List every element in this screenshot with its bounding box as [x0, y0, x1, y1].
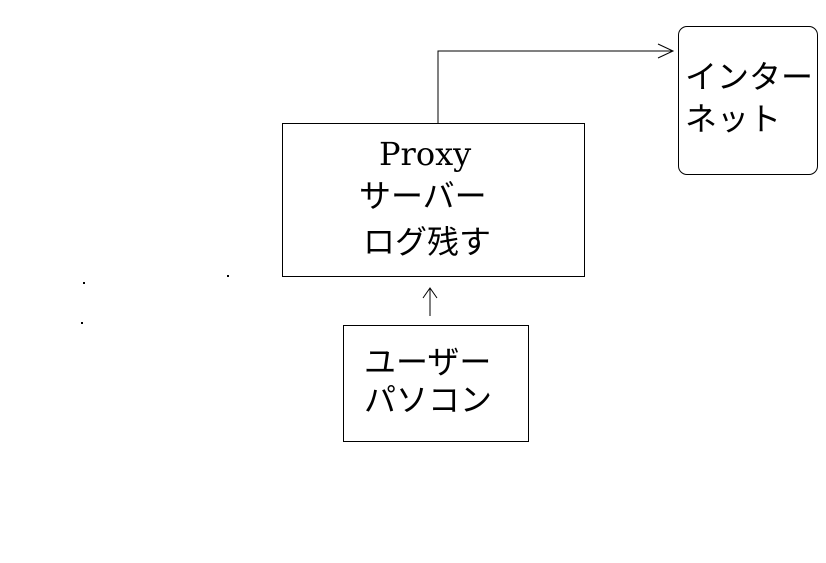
- node-internet: インター ネット: [678, 26, 818, 175]
- stray-dot: [81, 322, 83, 324]
- node-user-pc: ユーザー パソコン: [343, 325, 529, 442]
- node-user-line-2: パソコン: [364, 381, 493, 419]
- node-proxy-line-3: ログ残す: [363, 223, 492, 261]
- node-proxy-line-1: Proxy: [379, 135, 472, 173]
- arrowhead-internet: [657, 43, 675, 59]
- stray-dot: [83, 282, 85, 284]
- node-proxy-server: Proxy サーバー ログ残す: [282, 123, 585, 277]
- arrowhead-proxy: [422, 287, 438, 299]
- node-internet-line-1: インター: [685, 58, 814, 96]
- node-user-line-1: ユーザー: [364, 343, 492, 381]
- stray-dot: [227, 275, 229, 277]
- node-proxy-line-2: サーバー: [359, 177, 487, 215]
- node-internet-line-2: ネット: [685, 100, 782, 138]
- edge-proxy-to-internet: [437, 50, 672, 123]
